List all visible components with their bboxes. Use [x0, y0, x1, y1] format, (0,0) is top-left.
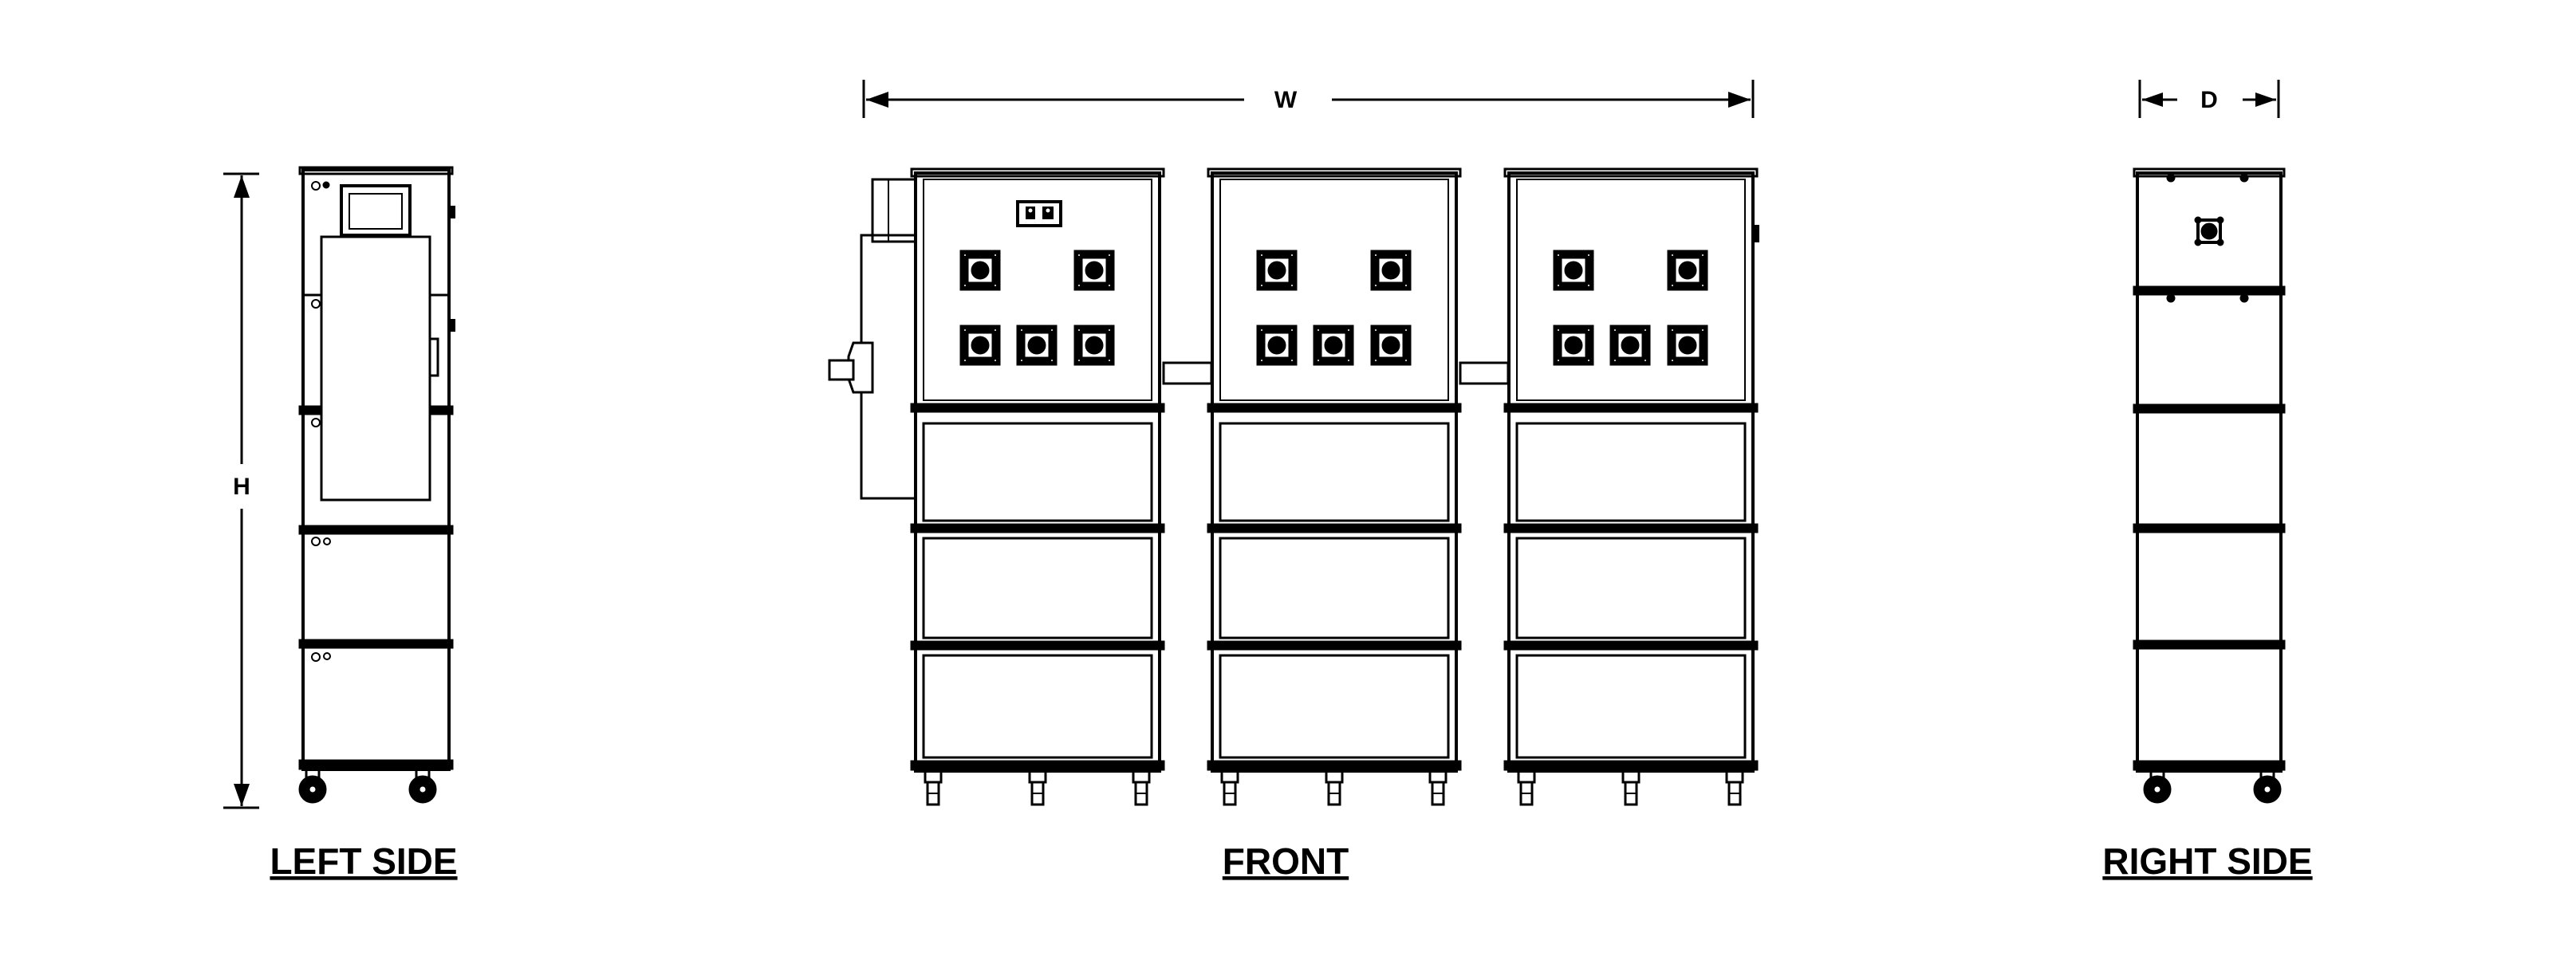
- port-icon: [1256, 325, 1298, 366]
- cabinet-connector: [1459, 361, 1510, 385]
- width-dimension: [862, 80, 1755, 118]
- port-icon: [1313, 325, 1354, 366]
- caster-icon: [1621, 769, 1641, 806]
- port-icon: [959, 325, 1001, 366]
- dimension-arrow-icon: [2142, 92, 2163, 107]
- port-icon: [1667, 250, 1708, 291]
- port-icon: [1016, 325, 1058, 366]
- side-access-door: [828, 178, 917, 500]
- dimension-arrow-icon: [234, 175, 250, 198]
- width-label: W: [1274, 87, 1298, 113]
- caster-icon: [924, 769, 943, 806]
- port-icon: [1553, 250, 1594, 291]
- port-icon: [1667, 325, 1708, 366]
- caster-icon: [1517, 769, 1536, 806]
- left-side-title: LEFT SIDE: [270, 840, 457, 882]
- dimension-arrow-icon: [2255, 92, 2276, 107]
- port-icon: [1073, 250, 1115, 291]
- dimension-arrow-icon: [1728, 92, 1751, 108]
- left-side-view: [223, 166, 455, 809]
- port-icon: [1609, 325, 1651, 366]
- fan-icon: [2194, 216, 2224, 246]
- depth-label: D: [2200, 87, 2218, 113]
- height-label: H: [233, 474, 250, 500]
- cabinet-connector: [1162, 361, 1213, 385]
- dimension-arrow-icon: [866, 92, 888, 108]
- port-icon: [1370, 325, 1412, 366]
- dimension-arrow-icon: [234, 784, 250, 806]
- port-icon: [1256, 250, 1298, 291]
- port-icon: [959, 250, 1001, 291]
- height-dimension: [223, 172, 259, 809]
- caster-icon: [408, 768, 437, 804]
- front-title: FRONT: [1223, 840, 1349, 882]
- caster-icon: [1028, 769, 1047, 806]
- port-icon: [1370, 250, 1412, 291]
- front-cabinet-1: [910, 167, 1165, 806]
- caster-icon: [2253, 768, 2282, 804]
- caster-icon: [1725, 769, 1744, 806]
- right-side-title: RIGHT SIDE: [2102, 840, 2312, 882]
- port-icon: [1553, 325, 1594, 366]
- front-view: [828, 80, 1759, 806]
- caster-icon: [1428, 769, 1448, 806]
- outlet-icon: [1016, 200, 1062, 227]
- caster-icon: [1220, 769, 1239, 806]
- caster-icon: [1132, 769, 1151, 806]
- port-icon: [1073, 325, 1115, 366]
- front-cabinet-3: [1503, 167, 1759, 806]
- caster-icon: [1325, 769, 1344, 806]
- right-side-view: [2133, 80, 2286, 804]
- caster-icon: [2143, 768, 2172, 804]
- front-cabinet-2: [1207, 167, 1462, 806]
- depth-dimension: [2138, 80, 2280, 118]
- caster-icon: [298, 768, 327, 804]
